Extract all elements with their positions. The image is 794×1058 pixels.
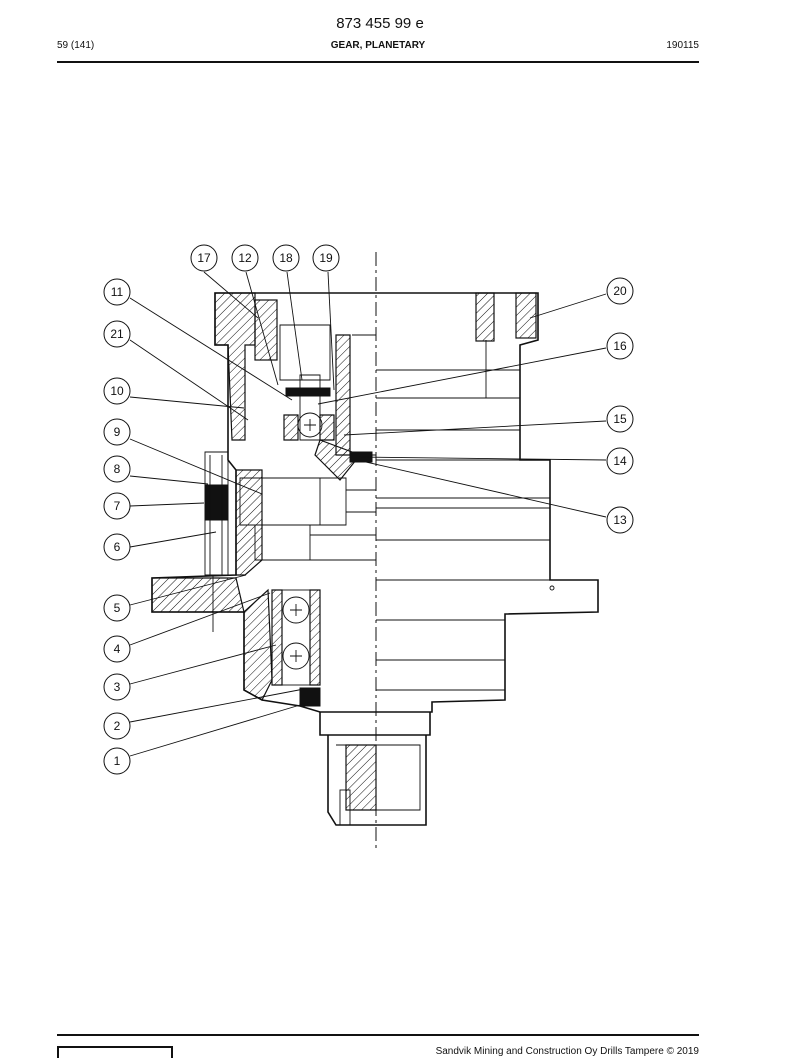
footer-copyright: Sandvik Mining and Construction Oy Drill… <box>435 1046 699 1057</box>
sandvik-logo <box>57 1046 173 1058</box>
callout-1: 1 <box>103 747 131 775</box>
housing-right <box>376 292 599 713</box>
callout-10: 10 <box>103 377 131 405</box>
svg-text:9: 9 <box>114 425 121 439</box>
svg-text:11: 11 <box>111 285 124 299</box>
svg-text:3: 3 <box>114 680 121 694</box>
callout-15: 15 <box>606 405 634 433</box>
svg-text:19: 19 <box>319 251 333 265</box>
callout-6: 6 <box>103 533 131 561</box>
svg-text:2: 2 <box>114 719 121 733</box>
housing-left <box>151 292 550 826</box>
callout-16: 16 <box>606 332 634 360</box>
leader-lines <box>129 271 607 757</box>
callout-21: 21 <box>103 320 131 348</box>
document-number: 873 455 99 e <box>336 15 424 32</box>
callout-11: 11 <box>103 278 131 306</box>
callout-2: 2 <box>103 712 131 740</box>
callout-8: 8 <box>103 455 131 483</box>
svg-text:5: 5 <box>114 601 121 615</box>
callout-17: 17 <box>190 244 218 272</box>
svg-text:16: 16 <box>613 339 627 353</box>
svg-text:6: 6 <box>114 540 121 554</box>
page-title: GEAR, PLANETARY <box>330 40 426 51</box>
svg-text:18: 18 <box>279 251 293 265</box>
callout-14: 14 <box>606 447 634 475</box>
callout-18: 18 <box>272 244 300 272</box>
svg-text:7: 7 <box>114 499 121 513</box>
svg-text:20: 20 <box>613 284 627 298</box>
svg-text:4: 4 <box>114 642 121 656</box>
callout-12: 12 <box>231 244 259 272</box>
callout-3: 3 <box>103 673 131 701</box>
callout-4: 4 <box>103 635 131 663</box>
svg-text:8: 8 <box>114 462 121 476</box>
footer-rule <box>57 1034 699 1036</box>
svg-text:13: 13 <box>613 513 627 527</box>
callout-7: 7 <box>103 492 131 520</box>
header-rule <box>57 61 699 63</box>
page-header: 59 (141) GEAR, PLANETARY 190115 <box>57 40 699 54</box>
svg-text:1: 1 <box>114 754 121 768</box>
page-number: 59 (141) <box>57 40 95 51</box>
svg-text:14: 14 <box>613 454 627 468</box>
callout-19: 19 <box>312 244 340 272</box>
svg-text:12: 12 <box>238 251 252 265</box>
date-code: 190115 <box>666 40 699 51</box>
svg-text:21: 21 <box>110 327 124 341</box>
svg-text:15: 15 <box>613 412 627 426</box>
callout-5: 5 <box>103 594 131 622</box>
callout-13: 13 <box>606 506 634 534</box>
svg-text:10: 10 <box>110 384 124 398</box>
callout-20: 20 <box>606 277 634 305</box>
callout-9: 9 <box>103 418 131 446</box>
svg-text:17: 17 <box>197 251 211 265</box>
